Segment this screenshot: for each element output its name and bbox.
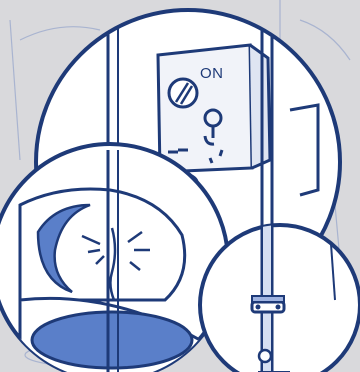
rotary-knob-icon [169,79,197,107]
switch-on-label: ON [200,65,224,82]
magnifier-bath [0,144,228,372]
water [32,312,192,368]
pipe-flange [252,296,284,312]
